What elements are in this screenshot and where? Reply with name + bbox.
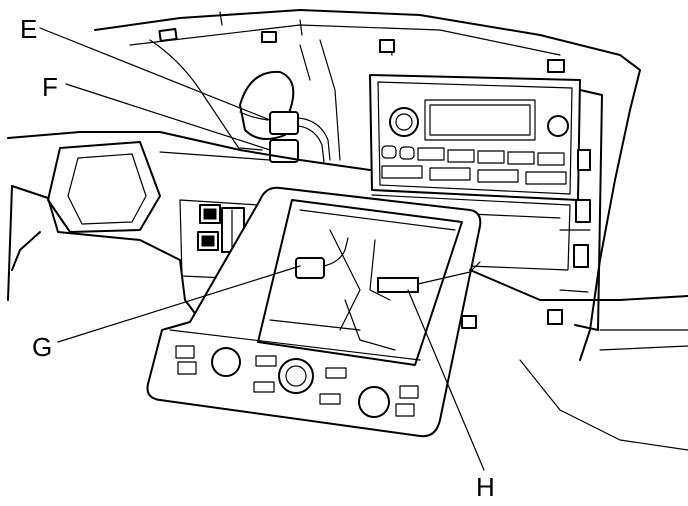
audio-buttons xyxy=(381,145,567,185)
audio-unit xyxy=(369,74,603,331)
connector-h xyxy=(377,261,481,293)
callout-h: H xyxy=(476,472,495,502)
leader-lines xyxy=(39,27,485,471)
callout-e: E xyxy=(20,14,37,44)
right-dash-outline xyxy=(461,269,688,451)
connector-g xyxy=(295,237,349,279)
callout-g: G xyxy=(32,332,52,362)
connector-e xyxy=(269,111,331,163)
left-dash-outline xyxy=(7,131,371,321)
callout-f: F xyxy=(42,72,58,102)
center-panel xyxy=(146,186,482,438)
